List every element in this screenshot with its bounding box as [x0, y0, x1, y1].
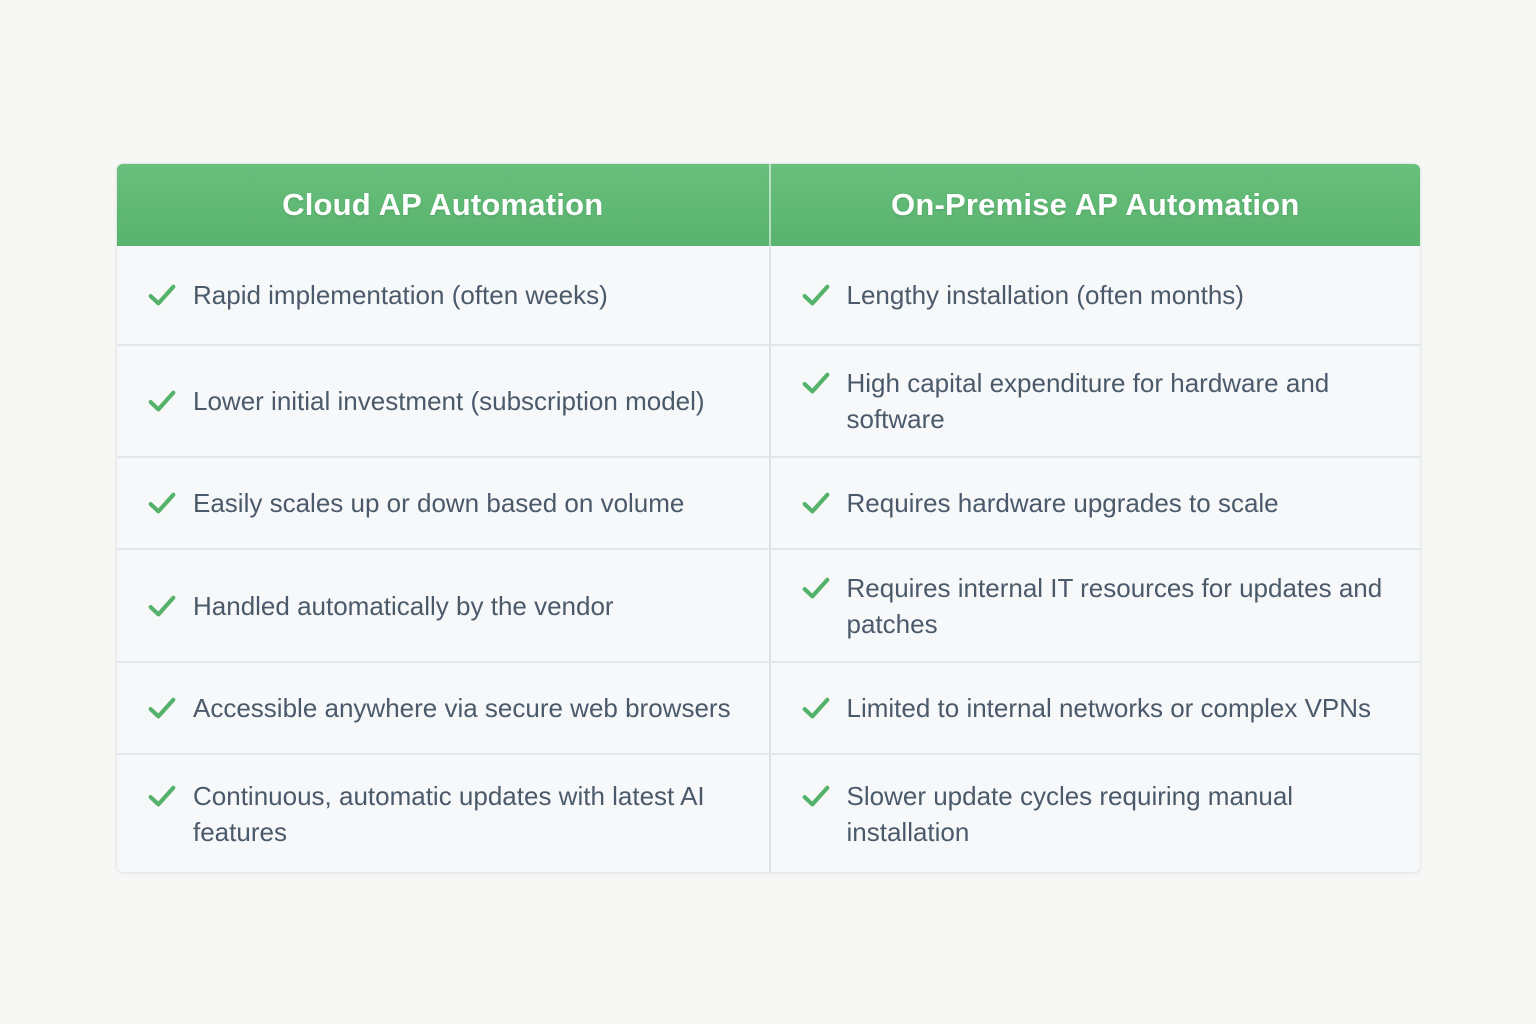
cell-text: Requires internal IT resources for updat… — [846, 572, 1383, 639]
table-cell: Accessible anywhere via secure web brows… — [117, 663, 769, 753]
cell-text: Rapid implementation (often weeks) — [193, 280, 608, 310]
header-cloud-ap-automation: Cloud AP Automation — [282, 187, 604, 222]
check-icon — [800, 367, 832, 399]
table-row: Handled automatically by the vendor Requ… — [117, 548, 1420, 661]
cell-text: Slower update cycles requiring manual in… — [846, 780, 1294, 847]
cell-text: Lower initial investment (subscription m… — [193, 386, 705, 416]
cell-text: Accessible anywhere via secure web brows… — [193, 693, 731, 723]
check-icon — [146, 385, 178, 417]
table-cell: Slower update cycles requiring manual in… — [768, 755, 1421, 872]
table-cell: Lower initial investment (subscription m… — [117, 346, 769, 456]
check-icon — [800, 692, 832, 724]
cell-text: Easily scales up or down based on volume — [193, 488, 685, 518]
table-cell: Rapid implementation (often weeks) — [117, 246, 769, 344]
table-cell: High capital expenditure for hardware an… — [768, 346, 1421, 456]
cell-text: High capital expenditure for hardware an… — [846, 368, 1330, 434]
check-icon — [800, 487, 832, 519]
table-row: Accessible anywhere via secure web brows… — [117, 661, 1420, 753]
table-cell: Handled automatically by the vendor — [117, 550, 769, 661]
table-cell: Requires internal IT resources for updat… — [768, 550, 1421, 661]
check-icon — [146, 780, 178, 812]
cell-text: Handled automatically by the vendor — [193, 590, 614, 621]
check-icon — [146, 279, 178, 311]
check-icon — [800, 572, 832, 604]
table-header-row: Cloud AP Automation On-Premise AP Automa… — [117, 164, 1420, 246]
check-icon — [146, 692, 178, 724]
table-cell: Limited to internal networks or complex … — [768, 663, 1421, 753]
comparison-table: Cloud AP Automation On-Premise AP Automa… — [116, 163, 1421, 873]
check-icon — [146, 590, 178, 622]
table-row: Continuous, automatic updates with lates… — [117, 753, 1420, 872]
table-row: Lower initial investment (subscription m… — [117, 344, 1420, 456]
table-cell: Requires hardware upgrades to scale — [768, 458, 1421, 548]
cell-text: Limited to internal networks or complex … — [846, 693, 1372, 723]
check-icon — [146, 487, 178, 519]
table-row: Easily scales up or down based on volume… — [117, 456, 1420, 548]
check-icon — [800, 279, 832, 311]
header-on-premise-ap-automation: On-Premise AP Automation — [768, 164, 1421, 246]
cell-text: Continuous, automatic updates with lates… — [193, 780, 705, 847]
table-row: Rapid implementation (often weeks) Lengt… — [117, 246, 1420, 344]
table-cell: Easily scales up or down based on volume — [117, 458, 769, 548]
cell-text: Lengthy installation (often months) — [846, 280, 1244, 310]
check-icon — [800, 780, 832, 812]
cell-text: Requires hardware upgrades to scale — [846, 488, 1279, 518]
table-cell: Lengthy installation (often months) — [768, 246, 1421, 344]
table-cell: Continuous, automatic updates with lates… — [117, 755, 769, 872]
